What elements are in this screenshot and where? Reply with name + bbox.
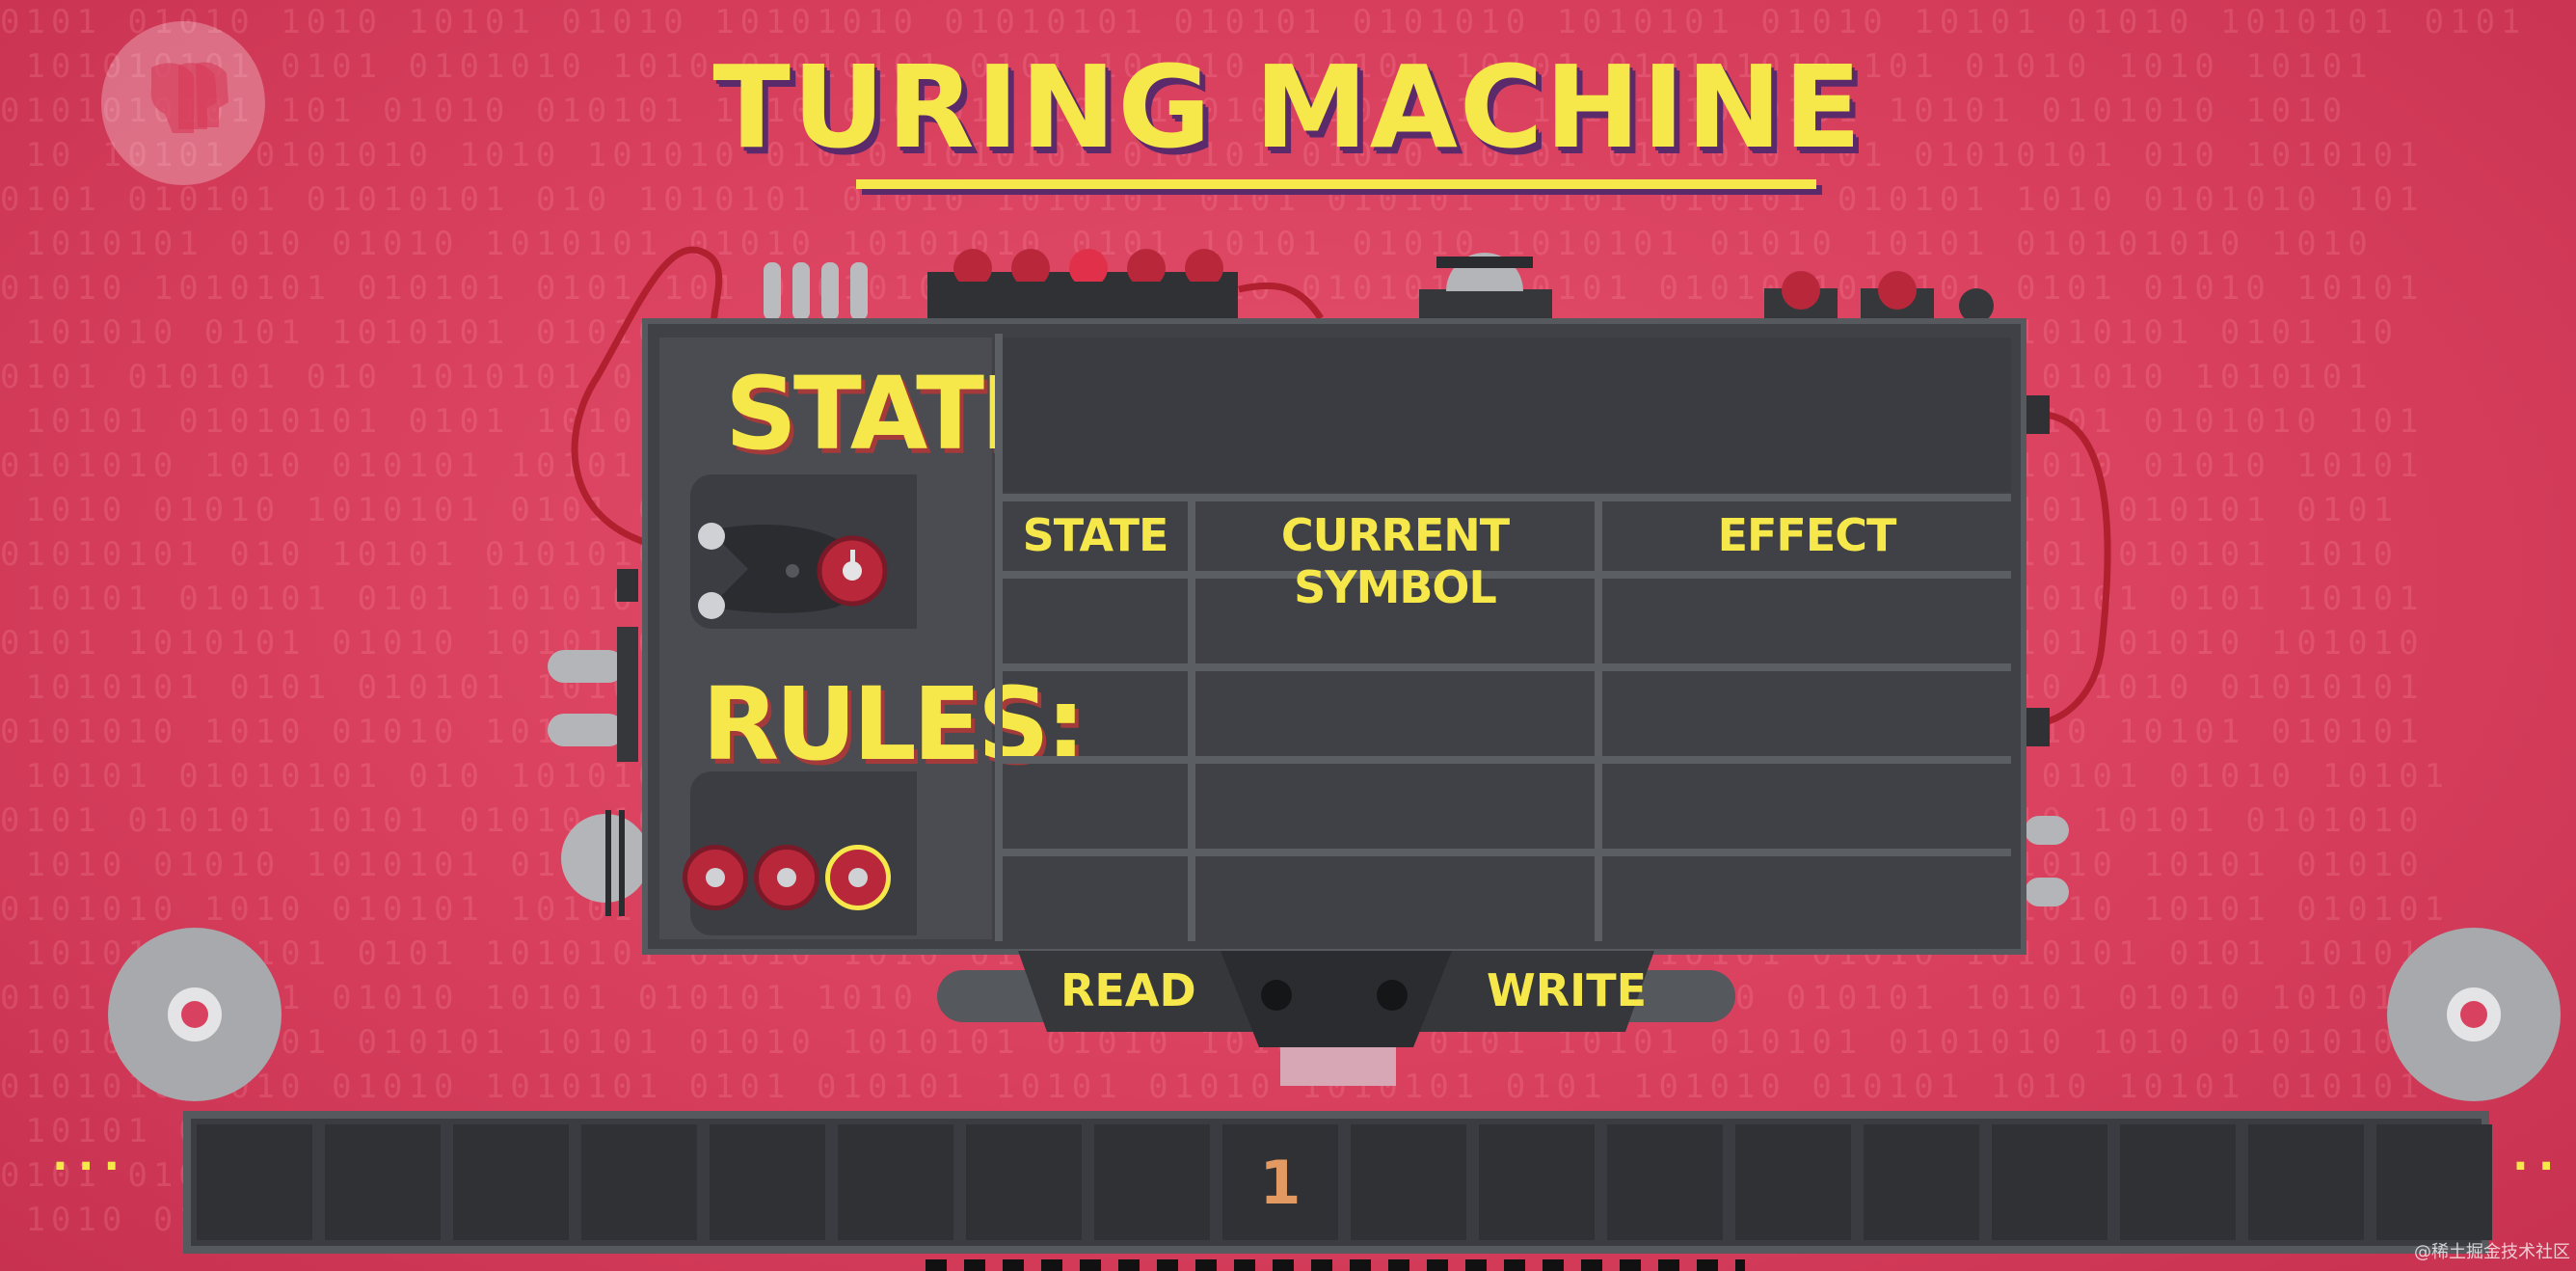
tape-cell — [838, 1124, 953, 1240]
title-underline — [856, 179, 1816, 189]
rule-knob-1[interactable] — [683, 845, 748, 910]
pbs-logo-icon — [101, 21, 265, 185]
tape-cell — [581, 1124, 697, 1240]
tape-cell — [1864, 1124, 1979, 1240]
rules-label: RULES: — [702, 665, 1086, 783]
table-col-divider — [1595, 494, 1602, 941]
knob-center — [848, 868, 868, 887]
tape-cell — [1351, 1124, 1466, 1240]
indicator-lights — [953, 249, 1223, 282]
table-row-divider — [1003, 663, 2011, 671]
rule-knob-3[interactable] — [825, 845, 891, 910]
tape-cell — [1735, 1124, 1851, 1240]
watermark: @稀土掘金技术社区 — [2414, 1242, 2570, 1262]
read-write-head — [937, 951, 1735, 1086]
knob-center — [706, 868, 725, 887]
table-border-top — [1003, 494, 2011, 501]
tape-cell — [1607, 1124, 1723, 1240]
rule-knob-2[interactable] — [754, 845, 819, 910]
left-gear-icon — [108, 928, 282, 1101]
column-header-state: STATE — [1022, 509, 1169, 561]
tape-cell — [197, 1124, 312, 1240]
cables-decoration — [571, 246, 2111, 727]
tape-cell — [453, 1124, 569, 1240]
gear-hole — [181, 1001, 208, 1028]
column-header-effect: EFFECT — [1717, 509, 1897, 561]
tape-cell — [710, 1124, 825, 1240]
state-display — [1003, 338, 2011, 492]
table-row-divider — [1003, 571, 2011, 579]
table-row-divider — [1003, 756, 2011, 764]
page-title: TURING MACHINE — [712, 41, 1864, 174]
right-side-parts — [2025, 395, 2069, 906]
tape-left-ellipsis: ··· — [52, 1142, 130, 1191]
tape-cell — [1222, 1124, 1338, 1240]
table-row-divider — [1003, 849, 2011, 856]
left-side-parts — [548, 569, 644, 916]
right-lights — [1764, 271, 1994, 323]
antenna-dome — [1436, 253, 1533, 291]
tape-right-ellipsis: ·· — [2512, 1142, 2564, 1191]
table-col-divider — [1188, 494, 1195, 941]
tape-symbol: 1 — [1259, 1148, 1301, 1218]
write-label: WRITE — [1487, 964, 1648, 1016]
right-gear-icon — [2387, 928, 2561, 1101]
read-label: READ — [1060, 964, 1196, 1016]
vent-pipes — [762, 262, 877, 320]
state-switch-icon[interactable] — [690, 511, 902, 627]
tape-cell — [1992, 1124, 2107, 1240]
panel-divider — [995, 334, 1003, 941]
tape-cell — [2248, 1124, 2364, 1240]
subtitle-fragment — [926, 1259, 1745, 1271]
tape-cell — [1479, 1124, 1595, 1240]
tape-cell — [325, 1124, 441, 1240]
tape-cell — [2120, 1124, 2236, 1240]
tape-cell — [966, 1124, 1082, 1240]
tape-cell — [1094, 1124, 1210, 1240]
tape-cell — [2376, 1124, 2492, 1240]
column-header-current-symbol: CURRENT SYMBOL — [1280, 509, 1510, 613]
gear-hole — [2460, 1001, 2487, 1028]
antenna-base — [1419, 289, 1552, 322]
knob-center — [777, 868, 796, 887]
